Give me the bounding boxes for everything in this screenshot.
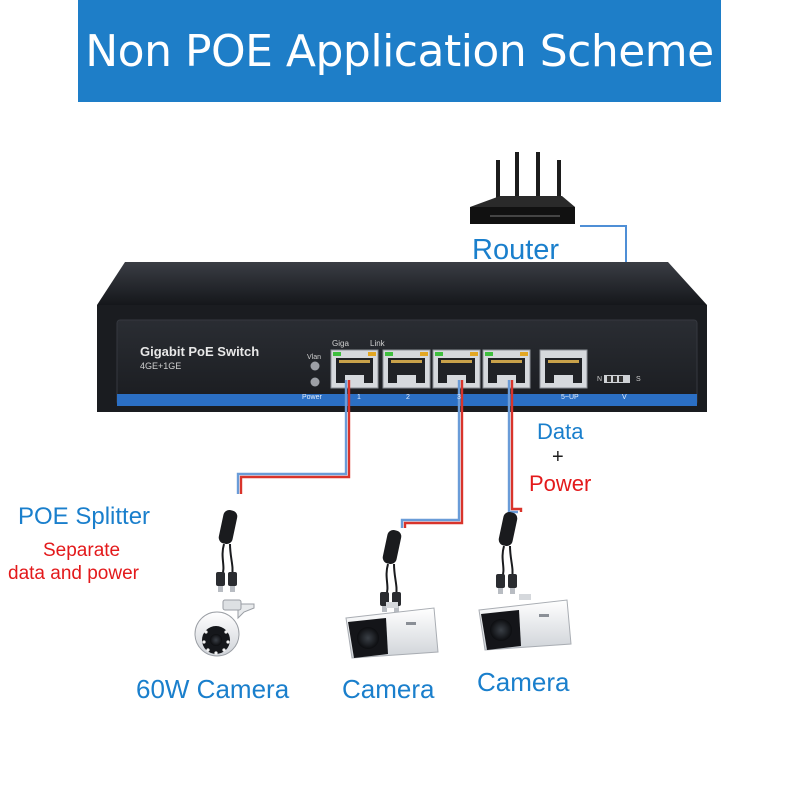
switch-brand: Gigabit PoE Switch: [140, 344, 260, 359]
power-label: Power: [529, 471, 592, 496]
poe-splitter-icon: [216, 510, 238, 592]
dip-v-label: V: [622, 394, 627, 401]
ethernet-port-5: [539, 349, 588, 389]
poe-switch: [97, 262, 707, 412]
dip-s-label: S: [636, 376, 641, 383]
poe-splitter-icon: [380, 530, 402, 612]
header-link: Link: [370, 339, 385, 348]
dip-n-label: N: [597, 376, 603, 383]
switch-model: 4GE+1GE: [140, 361, 182, 371]
power-led-label: Power: [302, 394, 322, 401]
bullet-camera-icon: [345, 602, 439, 659]
ethernet-port-2: [382, 349, 431, 389]
header-giga: Giga: [332, 339, 349, 348]
camera-label-60w: 60W Camera: [136, 674, 290, 704]
port-label-uplink: 5~UP: [561, 394, 579, 401]
cables: [236, 380, 523, 528]
camera-label-2: Camera: [342, 674, 435, 704]
ethernet-port-3: [432, 349, 481, 389]
splitter-desc-line1: Separate: [43, 540, 121, 561]
ptz-camera-icon: [194, 599, 255, 657]
camera-label-3: Camera: [477, 667, 570, 697]
title-banner: Non POE Application Scheme: [78, 0, 721, 102]
ethernet-port-4: [482, 349, 531, 389]
vlan-label: Vlan: [307, 354, 322, 361]
data-label: Data: [537, 419, 584, 444]
page-title: Non POE Application Scheme: [85, 25, 714, 77]
router-label: Router: [472, 234, 560, 266]
port-label-3: 3: [457, 394, 461, 401]
port-label-2: 2: [406, 394, 410, 401]
splitter-title: POE Splitter: [18, 503, 151, 530]
poe-splitters: [216, 510, 518, 612]
port-label-1: 1: [357, 394, 361, 401]
poe-splitter-icon: [496, 512, 518, 594]
plus-label: +: [552, 446, 564, 468]
ethernet-port-1: [330, 349, 379, 389]
bullet-camera-icon: [478, 594, 572, 651]
router-icon: [470, 152, 575, 224]
splitter-desc-line2: data and power: [8, 563, 139, 584]
